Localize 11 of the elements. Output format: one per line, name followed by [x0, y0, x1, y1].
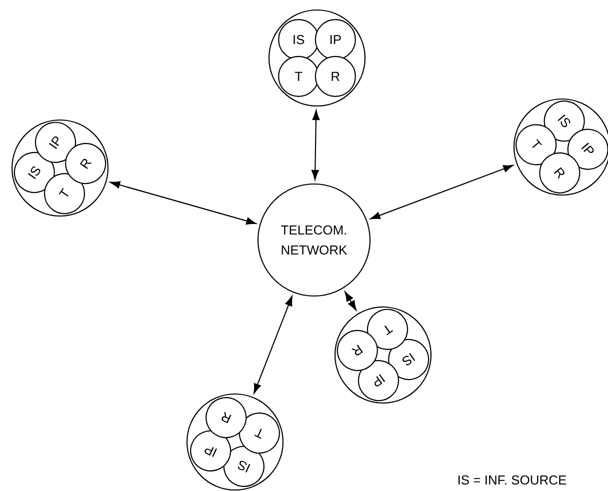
station-circle — [334, 306, 432, 404]
station-circle — [11, 119, 109, 217]
arrow — [110, 181, 256, 225]
arrow — [370, 164, 514, 220]
node-label: IP — [581, 142, 594, 154]
station-circle — [186, 393, 284, 491]
station-circle — [268, 9, 366, 107]
arrow — [344, 291, 356, 310]
legend-note: IS = INF. SOURCE — [458, 475, 566, 485]
arrow — [312, 110, 320, 180]
arrow — [254, 296, 292, 394]
